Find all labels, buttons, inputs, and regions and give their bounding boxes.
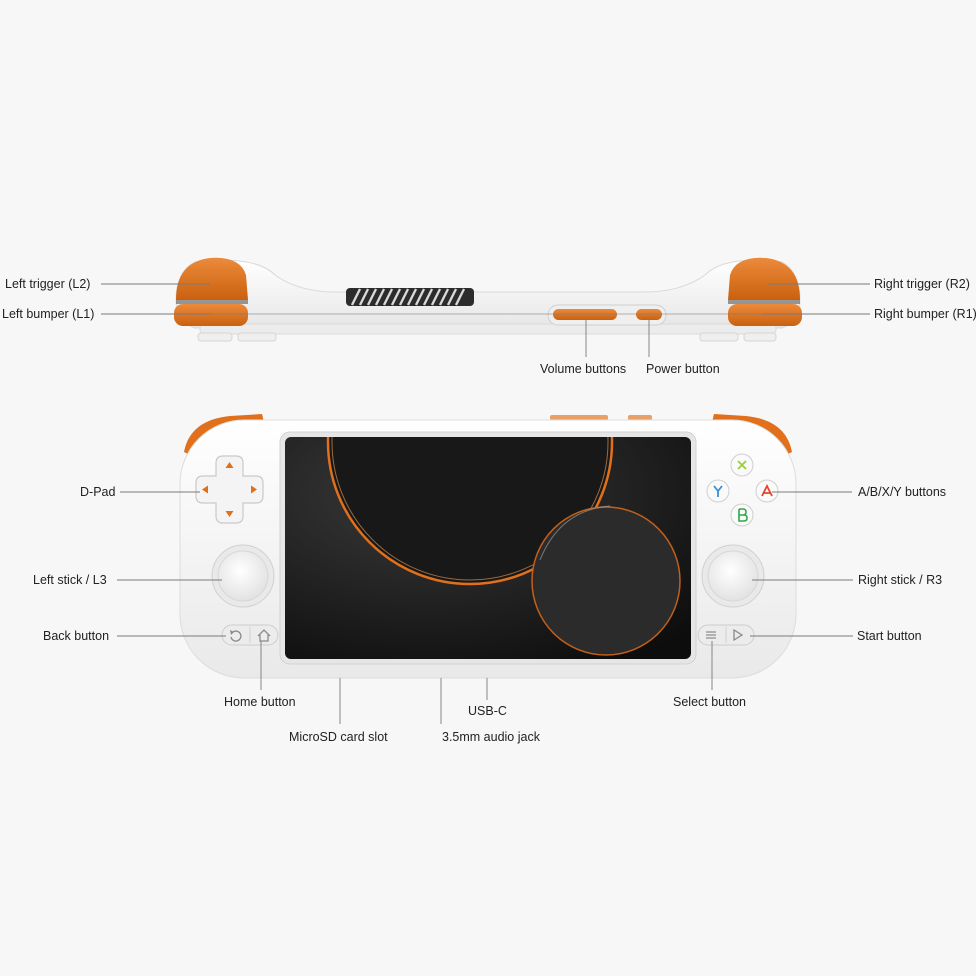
- start-icon[interactable]: [733, 628, 744, 642]
- label-left-bumper: Left bumper (L1): [2, 307, 95, 321]
- select-start-buttons: [697, 624, 755, 646]
- label-home-button: Home button: [224, 695, 296, 709]
- label-right-trigger: Right trigger (R2): [874, 277, 970, 291]
- label-power-button: Power button: [646, 362, 720, 376]
- label-right-stick: Right stick / R3: [858, 573, 943, 587]
- right-bumper[interactable]: [728, 304, 802, 326]
- abxy-cluster: [706, 453, 779, 527]
- left-trigger[interactable]: [176, 257, 248, 300]
- power-key[interactable]: [636, 309, 662, 320]
- label-dpad: D-Pad: [80, 485, 116, 499]
- label-microsd: MicroSD card slot: [289, 730, 388, 744]
- label-right-bumper: Right bumper (R1): [874, 307, 976, 321]
- left-trigger-front: [184, 414, 264, 456]
- device-front-view: [179, 414, 797, 679]
- dpad[interactable]: [195, 455, 264, 524]
- label-select-button: Select button: [673, 695, 746, 709]
- vent-grille: [346, 288, 474, 306]
- right-stick[interactable]: [701, 544, 765, 608]
- leader-lines: [101, 283, 870, 724]
- back-icon[interactable]: [230, 630, 242, 642]
- label-left-trigger: Left trigger (L2): [5, 277, 91, 291]
- a-button[interactable]: [755, 479, 779, 503]
- right-sub-button-2[interactable]: [743, 332, 777, 342]
- label-start-button: Start button: [857, 629, 922, 643]
- left-sub-button-2[interactable]: [237, 332, 277, 342]
- right-sub-button[interactable]: [699, 332, 739, 342]
- home-icon[interactable]: [257, 629, 271, 642]
- label-back-button: Back button: [43, 629, 110, 643]
- left-stick[interactable]: [211, 544, 275, 608]
- left-bumper[interactable]: [174, 304, 248, 326]
- screen: [285, 437, 691, 659]
- label-left-stick: Left stick / L3: [33, 573, 107, 587]
- label-abxy-buttons: A/B/X/Y buttons: [858, 485, 947, 499]
- select-icon[interactable]: [706, 631, 716, 639]
- device-top-view: [174, 257, 802, 342]
- right-trigger[interactable]: [728, 257, 800, 300]
- right-trigger-front: [712, 414, 792, 456]
- label-audio-jack: 3.5mm audio jack: [442, 730, 540, 744]
- volume-rocker[interactable]: [553, 309, 617, 320]
- label-volume-buttons: Volume buttons: [540, 362, 627, 376]
- label-usb-c: USB-C: [468, 704, 507, 718]
- back-home-buttons: [221, 624, 279, 646]
- left-sub-button[interactable]: [197, 332, 233, 342]
